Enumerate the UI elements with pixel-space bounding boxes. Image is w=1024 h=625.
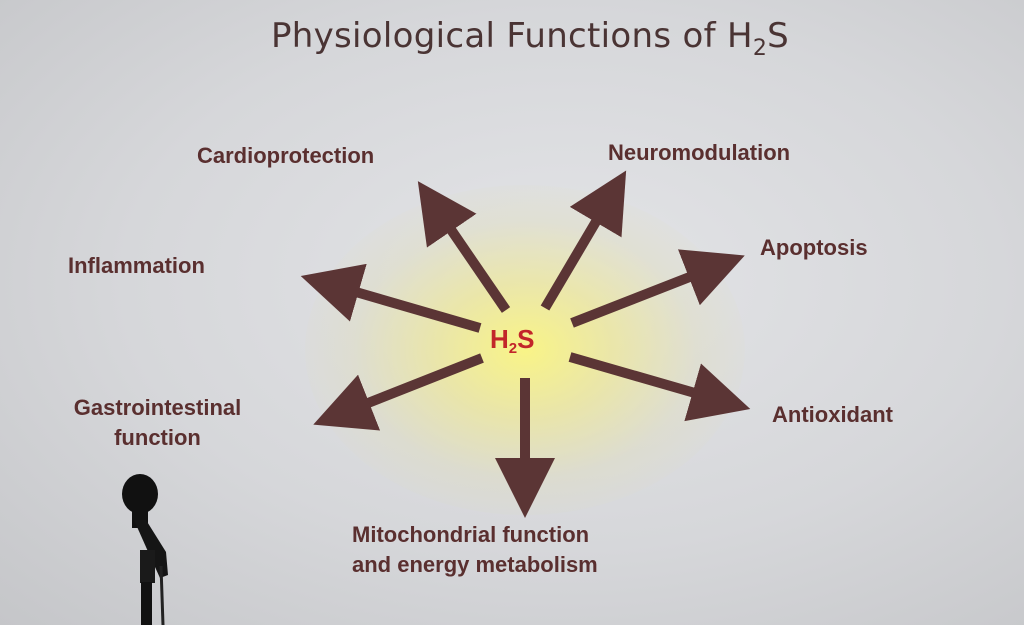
label-inflammation: Inflammation — [68, 253, 205, 278]
arrow-antioxidant — [568, 352, 751, 422]
arrow-inflammation — [300, 263, 482, 333]
center-node: H2S — [490, 324, 535, 357]
label-neuromodulation: Neuromodulation — [608, 140, 791, 165]
label-cardioprotection: Cardioprotection — [197, 143, 375, 168]
slide-title: Physiological Functions of H2S — [0, 16, 1024, 61]
label-mitochondrial: Mitochondrial function and energy metabo… — [352, 520, 598, 580]
label-gastrointestinal: Gastrointestinal function — [30, 393, 285, 453]
title-main: Physiological Functions of H — [270, 16, 753, 56]
arrow-cardioprotection — [417, 181, 511, 313]
arrow-neuromodulation — [540, 170, 627, 311]
label-apoptosis: Apoptosis — [760, 235, 868, 260]
arrow-gastrointestinal — [313, 353, 484, 431]
arrow-apoptosis — [570, 249, 745, 328]
label-antioxidant: Antioxidant — [772, 402, 893, 427]
title-subscript: 2 — [752, 36, 768, 61]
label-mitochondrial-line2: and energy metabolism — [352, 552, 598, 577]
label-mitochondrial-line1: Mitochondrial function — [352, 522, 590, 547]
center-suffix: S — [517, 324, 535, 354]
label-gastrointestinal-line2: function — [114, 425, 201, 450]
center-subscript: 2 — [508, 340, 518, 357]
title-suffix: S — [767, 16, 790, 56]
center-main: H — [490, 324, 509, 354]
label-gastrointestinal-line1: Gastrointestinal — [73, 395, 242, 420]
